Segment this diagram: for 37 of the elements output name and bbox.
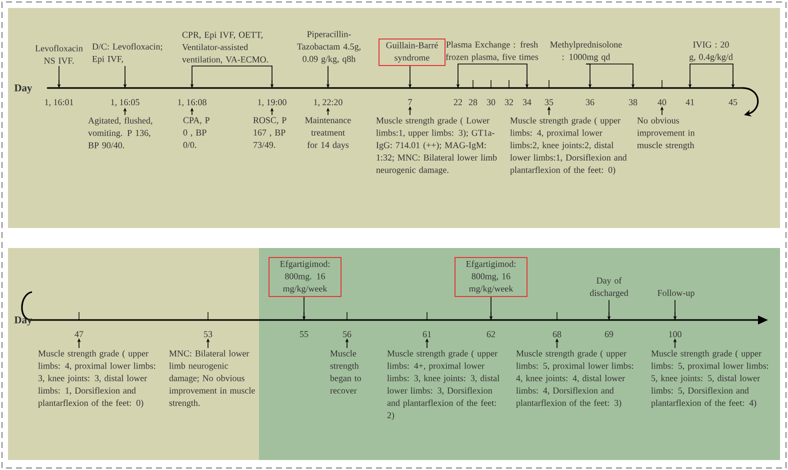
tick-label: 69 (604, 331, 614, 338)
event-text: Muscle strength began to recover (330, 350, 362, 394)
tick-label: 55 (300, 331, 308, 338)
event-text: Follow-up (658, 290, 694, 298)
event-text: ROSC, P 167 , BP 73/49. (253, 117, 286, 148)
event-text: Agitated, flushed, vomiting. P 136, BP 90/40. (88, 117, 152, 148)
axis-title: Day (14, 316, 32, 326)
event-text: Muscle strength grade ( upper limbs: 5, proximal lower limbs: 4, knee joints: 4, distal lower limbs: 4, Dorsiflexion and plantarflexion of the feet: 3) (516, 350, 634, 408)
event-text: D/C: Levofloxacin; Epi IVF, (92, 43, 162, 64)
event-text: IVIG : 20 g, 0.4g/kg/d (689, 42, 733, 62)
timeline-axis (47, 80, 759, 117)
event-text: CPR, Epi IVF, OETT, Ventilator-assisted ventilation, VA-ECMO. (182, 32, 268, 64)
tick-label: 56 (343, 331, 352, 338)
event-text: Muscle strength grade ( upper limbs: 4, proximal lower limbs: 3, knee joints: 3, distal lower limbs: 1, Dorsiflexion and plantarflexion of the feet: 0) (38, 350, 156, 408)
axis-title: Day (14, 84, 32, 94)
event-text: Maintenance treatment for 14 days (305, 117, 351, 150)
tick-label: 100 (669, 331, 682, 338)
tick-label: 61 (422, 331, 431, 338)
event-box: Guillain-Barré syndrome (378, 38, 446, 66)
event-text: Muscle strength grade ( upper limbs: 4, proximal lower limbs:2, knee joints:2, distal lower limbs:1, Dorsiflexion and plantarflexion of the feet: 0) (510, 117, 627, 175)
tick-label: 47 (74, 331, 84, 338)
event-text: No obvious improvement in muscle strength (637, 117, 695, 150)
event-text: Methylprednisolone : 1000mg qd (550, 41, 622, 62)
event-text: Day of discharged (590, 277, 628, 298)
event-box: Efgartigimod: 800mg. 16 mg/kg/week (268, 257, 342, 297)
event-text: CPA, P 0 , BP 0/0. (183, 117, 210, 148)
tick-label: 53 (204, 331, 212, 338)
event-text: Plasma Exchange : fresh frozen plasma, five times (446, 41, 538, 62)
tick-label: 62 (486, 331, 495, 338)
event-text: Muscle strength grade ( upper limbs: 5, proximal lower limbs: 5, knee joints: 5, distal lower limbs: 5, Dorsiflexion and plantarflexion of the feet: 4) (651, 350, 768, 408)
event-text: Muscle strength grade ( Lower limbs:1, upper limbs: 3); GT1a-IgG: 714.01 (++); MAG-IgM: 1:32; MNC: Bilateral lower limb neurogenic damage. (376, 117, 497, 175)
event-text: Muscle strength grade ( upper limbs: 4+, proximal lower limbs: 3, knee joints: 3, distal lower limbs: 3, Dorsiflexion and plantarflexion of the feet: 2) (387, 350, 500, 420)
event-box: Efgartigimod: 800mg, 16 mg/kg/week (454, 257, 528, 297)
tick-label: 68 (552, 331, 562, 338)
event-text: MNC: Bilateral lower limb neurogenic damage; No obvious improvement in muscle strength. (169, 350, 255, 408)
event-text: Piperacillin-Tazobactam 4.5g, 0.09 g/kg, q8h (297, 30, 360, 64)
event-text: Levofloxacin NS IVF. (35, 45, 83, 64)
